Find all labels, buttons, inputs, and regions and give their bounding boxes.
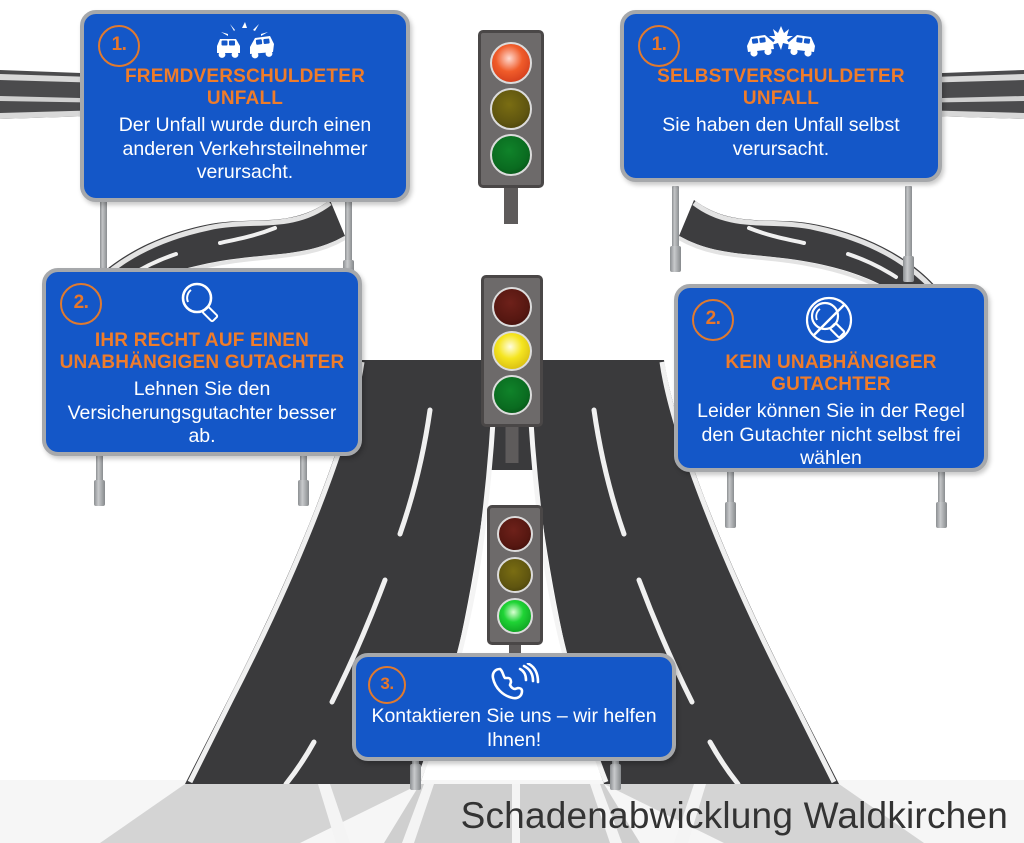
sign-badge-number: 1.	[638, 25, 680, 67]
traffic-light-lamp-green	[490, 134, 532, 176]
sign-badge-number: 2.	[60, 283, 102, 325]
sign-selbstverschuldeter-unfall[interactable]: 1. SELBSTVERSCHULDETER UNFALL	[620, 10, 942, 182]
footer-caption: Schadenabwicklung Waldkirchen	[460, 795, 1008, 836]
sign-title: SELBSTVERSCHULDETER UNFALL	[657, 66, 905, 110]
sign-title: IHR RECHT AUF EINEN UNABHÄNGIGEN GUTACHT…	[59, 330, 345, 374]
traffic-light-lamp-yellow	[497, 556, 533, 593]
sign-body: Leider können Sie in der Regel den Gutac…	[697, 399, 965, 470]
sign-post	[298, 450, 309, 506]
magnifier-crossed-out-icon	[805, 296, 853, 344]
sign-badge-number: 3.	[368, 666, 406, 704]
sign-post	[670, 186, 681, 272]
sign-title: KEIN UNABHÄNGIGER GUTACHTER	[725, 352, 937, 396]
traffic-light-middle[interactable]	[481, 275, 543, 463]
sign-badge-number: 1.	[98, 25, 140, 67]
sign-body: Lehnen Sie den Versicherungsgutachter be…	[67, 377, 337, 448]
traffic-light-lamp-red	[492, 287, 532, 327]
traffic-light-lamp-yellow	[492, 331, 532, 371]
traffic-light-lamp-red	[497, 516, 533, 553]
traffic-light-housing	[478, 30, 544, 188]
traffic-light-pole	[505, 423, 519, 463]
sign-ihr-recht-gutachter[interactable]: 2. IHR RECHT AUF EINEN UNABHÄNGIGEN GUTA…	[42, 268, 362, 456]
sign-title: FREMDVERSCHULDETER UNFALL	[124, 66, 366, 110]
sign-post	[725, 466, 736, 528]
traffic-light-lamp-green	[492, 375, 532, 415]
sign-post	[410, 758, 421, 790]
car-crash-rearend-icon	[217, 22, 274, 59]
phone-ringing-icon	[491, 663, 540, 700]
traffic-light-lamp-red	[490, 42, 532, 84]
sign-post	[94, 450, 105, 506]
sign-badge-number: 2.	[692, 299, 734, 341]
ground-perspective	[100, 784, 924, 843]
traffic-light-bottom[interactable]	[487, 505, 543, 677]
sign-post	[936, 466, 947, 528]
car-crash-headon-icon	[747, 26, 815, 57]
sign-fremdverschuldeter-unfall[interactable]: 1. FR	[80, 10, 410, 202]
sign-post	[903, 186, 914, 282]
magnifier-icon	[181, 282, 219, 323]
sign-body: Kontaktieren Sie uns – wir helfen Ihnen!	[371, 705, 657, 751]
traffic-light-lamp-yellow	[490, 88, 532, 130]
sign-kontakt[interactable]: 3. Kontaktieren Sie uns – wir helfen Ihn…	[352, 653, 676, 761]
sign-body: Sie haben den Unfall selbst verursacht.	[662, 113, 900, 160]
sign-post	[610, 758, 621, 790]
traffic-light-lamp-green	[497, 597, 533, 634]
traffic-light-housing	[481, 275, 543, 427]
traffic-light-top[interactable]	[478, 30, 544, 224]
traffic-light-housing	[487, 505, 543, 645]
sign-body: Der Unfall wurde durch einen anderen Ver…	[118, 113, 372, 184]
traffic-light-pole	[504, 182, 518, 224]
sign-kein-unabhaengiger-gutachter[interactable]: 2. KEIN UNABHÄNGIGER GUTACHTER Leider kö…	[674, 284, 988, 472]
